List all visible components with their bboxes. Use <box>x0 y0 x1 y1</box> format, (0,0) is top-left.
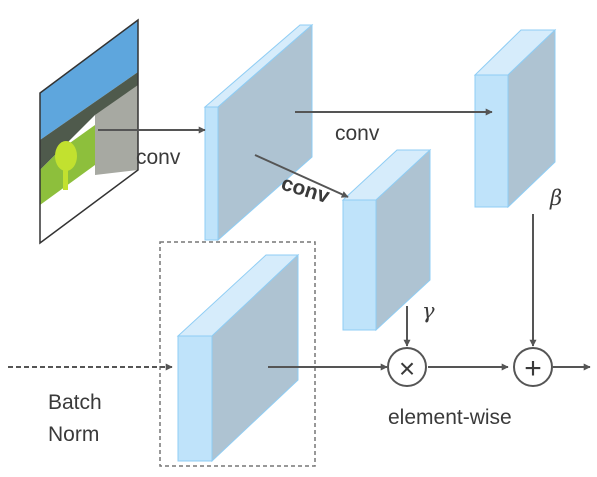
batch-norm-label-line2: Norm <box>48 423 99 446</box>
conv-label-1: conv <box>136 146 181 169</box>
multiply-operator: × <box>387 347 427 387</box>
conv-feature-block-gamma <box>341 148 432 332</box>
batch-norm-box <box>159 241 316 467</box>
gamma-label: γ <box>422 299 435 323</box>
batch-norm-label-line1: Batch <box>48 391 102 414</box>
normalized-activation-block <box>176 253 300 463</box>
segmentation-map-image <box>39 18 139 245</box>
multiply-symbol: × <box>399 353 415 384</box>
add-operator: + <box>513 347 553 387</box>
conv-feature-block-beta <box>473 28 557 209</box>
conv-feature-block-shared <box>203 23 314 242</box>
add-symbol: + <box>524 352 542 385</box>
arrow-to-gamma <box>254 154 349 198</box>
element-wise-label: element-wise <box>388 406 512 429</box>
conv-label-3: conv <box>279 172 333 208</box>
beta-label: β <box>549 186 562 210</box>
conv-label-2: conv <box>335 122 380 145</box>
